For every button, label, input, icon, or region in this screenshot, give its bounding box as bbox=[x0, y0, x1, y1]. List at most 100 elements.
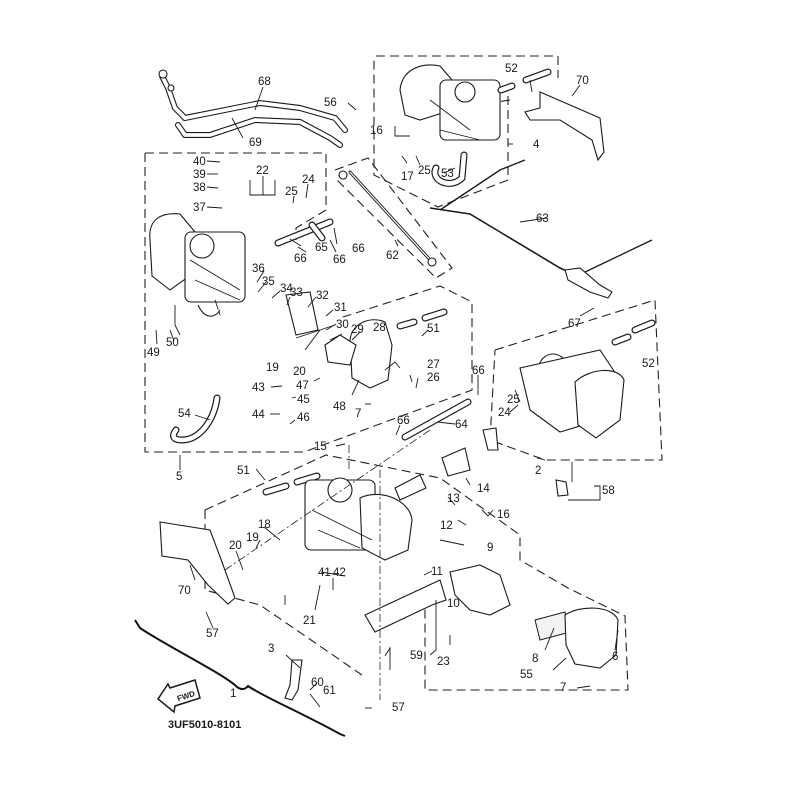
throttle-cables bbox=[158, 69, 348, 148]
callout-42: 42 bbox=[333, 567, 346, 579]
callout-21: 21 bbox=[303, 615, 316, 627]
callout-15: 15 bbox=[314, 441, 327, 453]
linkage-shaft bbox=[338, 170, 437, 267]
callout-27: 27 bbox=[427, 359, 440, 371]
callout-4: 4 bbox=[533, 139, 540, 151]
group-boundaries bbox=[134, 55, 663, 737]
fuel-pipes bbox=[274, 218, 334, 247]
mounting-plate bbox=[364, 579, 447, 633]
callout-68: 68 bbox=[258, 76, 271, 88]
callout-70-top: 70 bbox=[576, 75, 589, 87]
callout-10: 10 bbox=[447, 598, 460, 610]
callout-20-upper: 20 bbox=[293, 366, 306, 378]
callout-52-right: 52 bbox=[642, 358, 655, 370]
callout-13: 13 bbox=[447, 493, 460, 505]
callout-38: 38 bbox=[193, 182, 206, 194]
parts: FWD bbox=[149, 64, 656, 714]
leader-lines bbox=[155, 79, 619, 709]
callout-1: 1 bbox=[230, 688, 236, 700]
fwd-arrow: FWD bbox=[156, 679, 201, 714]
callout-46: 46 bbox=[297, 412, 310, 424]
callout-24-right: 24 bbox=[498, 407, 511, 419]
carburetor-right bbox=[519, 349, 625, 497]
throttle-rod bbox=[429, 159, 653, 299]
callout-56: 56 bbox=[324, 97, 337, 109]
carburetor-bottom bbox=[304, 427, 499, 561]
callout-28: 28 bbox=[373, 322, 386, 334]
callout-12: 12 bbox=[440, 520, 453, 532]
carburetor-top bbox=[399, 64, 501, 187]
callout-24-left: 24 bbox=[302, 174, 315, 186]
vent-hoses-51 bbox=[262, 308, 448, 496]
vent-hoses-top bbox=[497, 68, 552, 94]
callout-26: 26 bbox=[427, 372, 440, 384]
callout-63: 63 bbox=[536, 213, 549, 225]
callout-7-lower: 7 bbox=[560, 682, 566, 694]
callout-51-lower: 51 bbox=[237, 465, 250, 477]
callout-35: 35 bbox=[262, 276, 275, 288]
callout-66-c: 66 bbox=[352, 243, 365, 255]
callout-66-d: 66 bbox=[472, 365, 485, 377]
callout-61: 61 bbox=[323, 685, 336, 697]
callout-53: 53 bbox=[441, 168, 454, 180]
float-bowl bbox=[349, 319, 393, 389]
callout-59: 59 bbox=[410, 650, 423, 662]
callout-65: 65 bbox=[315, 242, 328, 254]
callout-36: 36 bbox=[252, 263, 265, 275]
bracket-70-bottom bbox=[159, 521, 236, 605]
callout-39: 39 bbox=[193, 169, 206, 181]
callout-67: 67 bbox=[568, 318, 581, 330]
callout-3: 3 bbox=[268, 643, 274, 655]
callout-66-b: 66 bbox=[333, 254, 346, 266]
callout-48: 48 bbox=[333, 401, 346, 413]
carburetor-left bbox=[149, 213, 319, 336]
callout-41: 41 bbox=[318, 567, 331, 579]
callout-31: 31 bbox=[334, 302, 347, 314]
callout-37: 37 bbox=[193, 202, 206, 214]
group-1-bracket bbox=[134, 619, 346, 737]
callout-60: 60 bbox=[311, 677, 324, 689]
group-3-boundary bbox=[204, 454, 629, 691]
callout-32: 32 bbox=[316, 290, 329, 302]
callout-54: 54 bbox=[178, 408, 191, 420]
callout-labels: 1 2 3 4 5 6 7 7 8 9 10 11 12 13 14 15 16… bbox=[147, 63, 655, 731]
callout-66-e: 66 bbox=[397, 415, 410, 427]
callout-23: 23 bbox=[437, 656, 450, 668]
callout-45: 45 bbox=[297, 394, 310, 406]
group-62-boundary bbox=[334, 157, 453, 279]
callout-16-bottom: 16 bbox=[497, 509, 510, 521]
group-2-boundary bbox=[489, 299, 663, 461]
callout-50: 50 bbox=[166, 337, 179, 349]
callout-6: 6 bbox=[612, 651, 618, 663]
callout-33: 33 bbox=[290, 287, 303, 299]
callout-18: 18 bbox=[258, 519, 271, 531]
callout-57-bottom: 57 bbox=[392, 702, 405, 714]
part-code: 3UF5010-8101 bbox=[168, 719, 241, 731]
callout-8: 8 bbox=[532, 653, 538, 665]
group-5-boundary bbox=[144, 152, 473, 453]
callout-25-top: 25 bbox=[418, 165, 431, 177]
callout-2: 2 bbox=[535, 465, 541, 477]
callout-20-lower: 20 bbox=[229, 540, 242, 552]
callout-49: 49 bbox=[147, 347, 160, 359]
callout-9: 9 bbox=[487, 542, 493, 554]
callout-19-lower: 19 bbox=[246, 532, 259, 544]
callout-51-upper: 51 bbox=[427, 323, 440, 335]
callout-47: 47 bbox=[296, 380, 309, 392]
callout-16-top: 16 bbox=[370, 125, 383, 137]
callout-17: 17 bbox=[401, 171, 414, 183]
callout-69: 69 bbox=[249, 137, 262, 149]
callout-40: 40 bbox=[193, 156, 206, 168]
callout-66-a: 66 bbox=[294, 253, 307, 265]
vent-hoses-52-right bbox=[611, 319, 656, 346]
callout-34: 34 bbox=[280, 283, 293, 295]
callout-25-left: 25 bbox=[285, 186, 298, 198]
callout-43: 43 bbox=[252, 382, 265, 394]
vacuum-piston bbox=[449, 564, 511, 616]
callout-57-left: 57 bbox=[206, 628, 219, 640]
callout-64: 64 bbox=[455, 419, 468, 431]
callout-29: 29 bbox=[351, 324, 364, 336]
lever-60 bbox=[284, 659, 303, 701]
callout-5: 5 bbox=[176, 471, 182, 483]
